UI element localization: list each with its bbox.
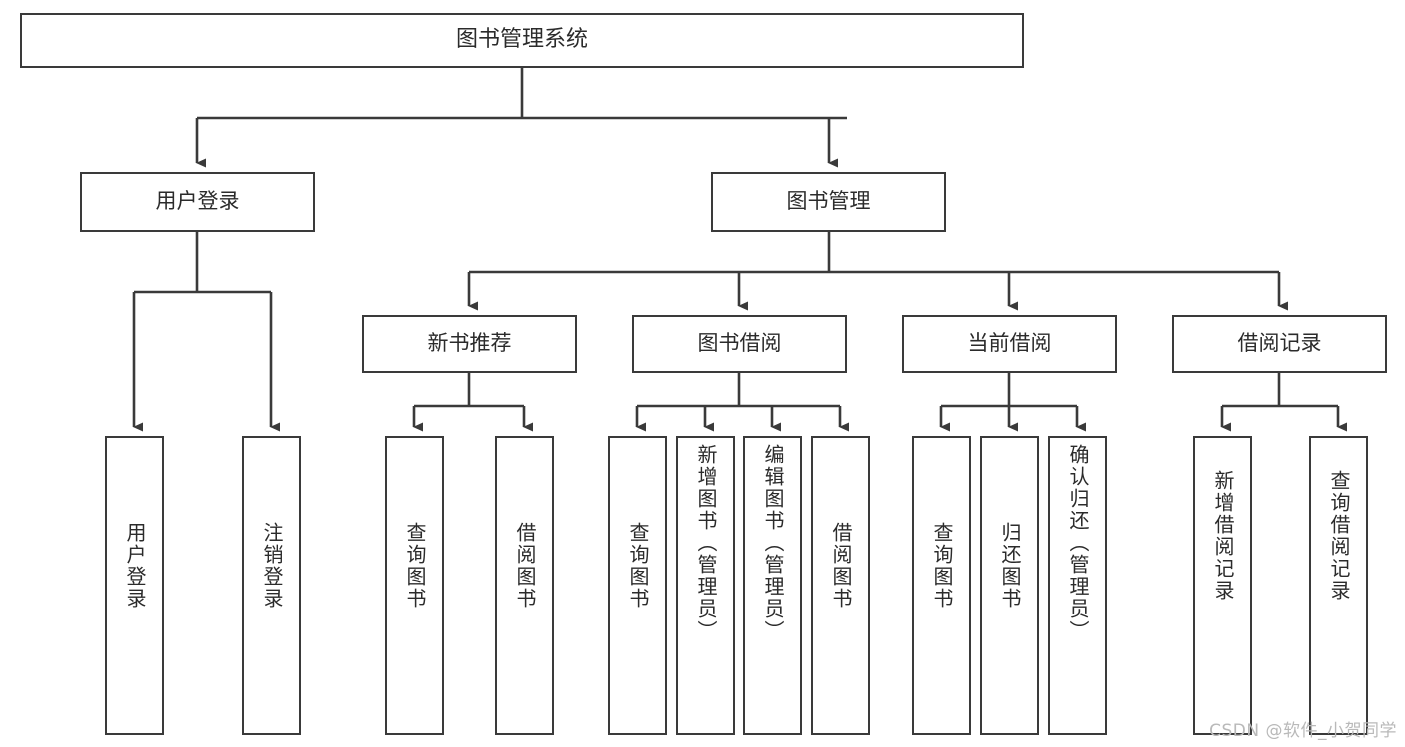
node-book-borrow[interactable]: 图书借阅 <box>632 315 847 373</box>
node-label: 查询图书 <box>403 522 427 610</box>
node-label: 用户登录 <box>155 189 240 214</box>
node-label: 新增图书（管理员） <box>694 444 718 642</box>
node-label: 图书管理 <box>786 189 871 214</box>
leaf-query-book-3[interactable]: 查询图书 <box>912 436 971 735</box>
leaf-borrow-book-1[interactable]: 借阅图书 <box>495 436 554 735</box>
node-label: 查询图书 <box>930 522 954 610</box>
node-book-manage[interactable]: 图书管理 <box>711 172 946 232</box>
node-label: 注销登录 <box>260 522 284 610</box>
leaf-add-book[interactable]: 新增图书（管理员） <box>676 436 735 735</box>
node-label: 借阅图书 <box>513 522 537 610</box>
leaf-query-book-2[interactable]: 查询图书 <box>608 436 667 735</box>
leaf-confirm-return[interactable]: 确认归还（管理员） <box>1048 436 1107 735</box>
node-label: 编辑图书（管理员） <box>761 444 785 642</box>
node-book-management-system[interactable]: 图书管理系统 <box>20 13 1024 68</box>
leaf-logout[interactable]: 注销登录 <box>242 436 301 735</box>
node-label: 用户登录 <box>123 522 147 610</box>
leaf-edit-book[interactable]: 编辑图书（管理员） <box>743 436 802 735</box>
node-current-borrow[interactable]: 当前借阅 <box>902 315 1117 373</box>
leaf-query-record[interactable]: 查询借阅记录 <box>1309 436 1368 735</box>
node-label: 借阅图书 <box>829 522 853 610</box>
node-borrow-record[interactable]: 借阅记录 <box>1172 315 1387 373</box>
csdn-watermark: CSDN @软件_小贺同学 <box>1209 721 1397 741</box>
node-label: 借阅记录 <box>1237 331 1322 356</box>
node-new-book-recommend[interactable]: 新书推荐 <box>362 315 577 373</box>
node-label: 查询借阅记录 <box>1327 470 1351 602</box>
leaf-borrow-book-2[interactable]: 借阅图书 <box>811 436 870 735</box>
node-label: 确认归还（管理员） <box>1066 444 1090 642</box>
node-label: 查询图书 <box>626 522 650 610</box>
node-label: 当前借阅 <box>967 331 1052 356</box>
leaf-add-record[interactable]: 新增借阅记录 <box>1193 436 1252 735</box>
node-label: 图书管理系统 <box>455 27 588 53</box>
node-user-login[interactable]: 用户登录 <box>80 172 315 232</box>
node-label: 归还图书 <box>998 522 1022 610</box>
leaf-user-login[interactable]: 用户登录 <box>105 436 164 735</box>
leaf-query-book-1[interactable]: 查询图书 <box>385 436 444 735</box>
node-label: 图书借阅 <box>697 331 782 356</box>
leaf-return-book[interactable]: 归还图书 <box>980 436 1039 735</box>
node-label: 新增借阅记录 <box>1211 470 1235 602</box>
node-label: 新书推荐 <box>427 331 512 356</box>
